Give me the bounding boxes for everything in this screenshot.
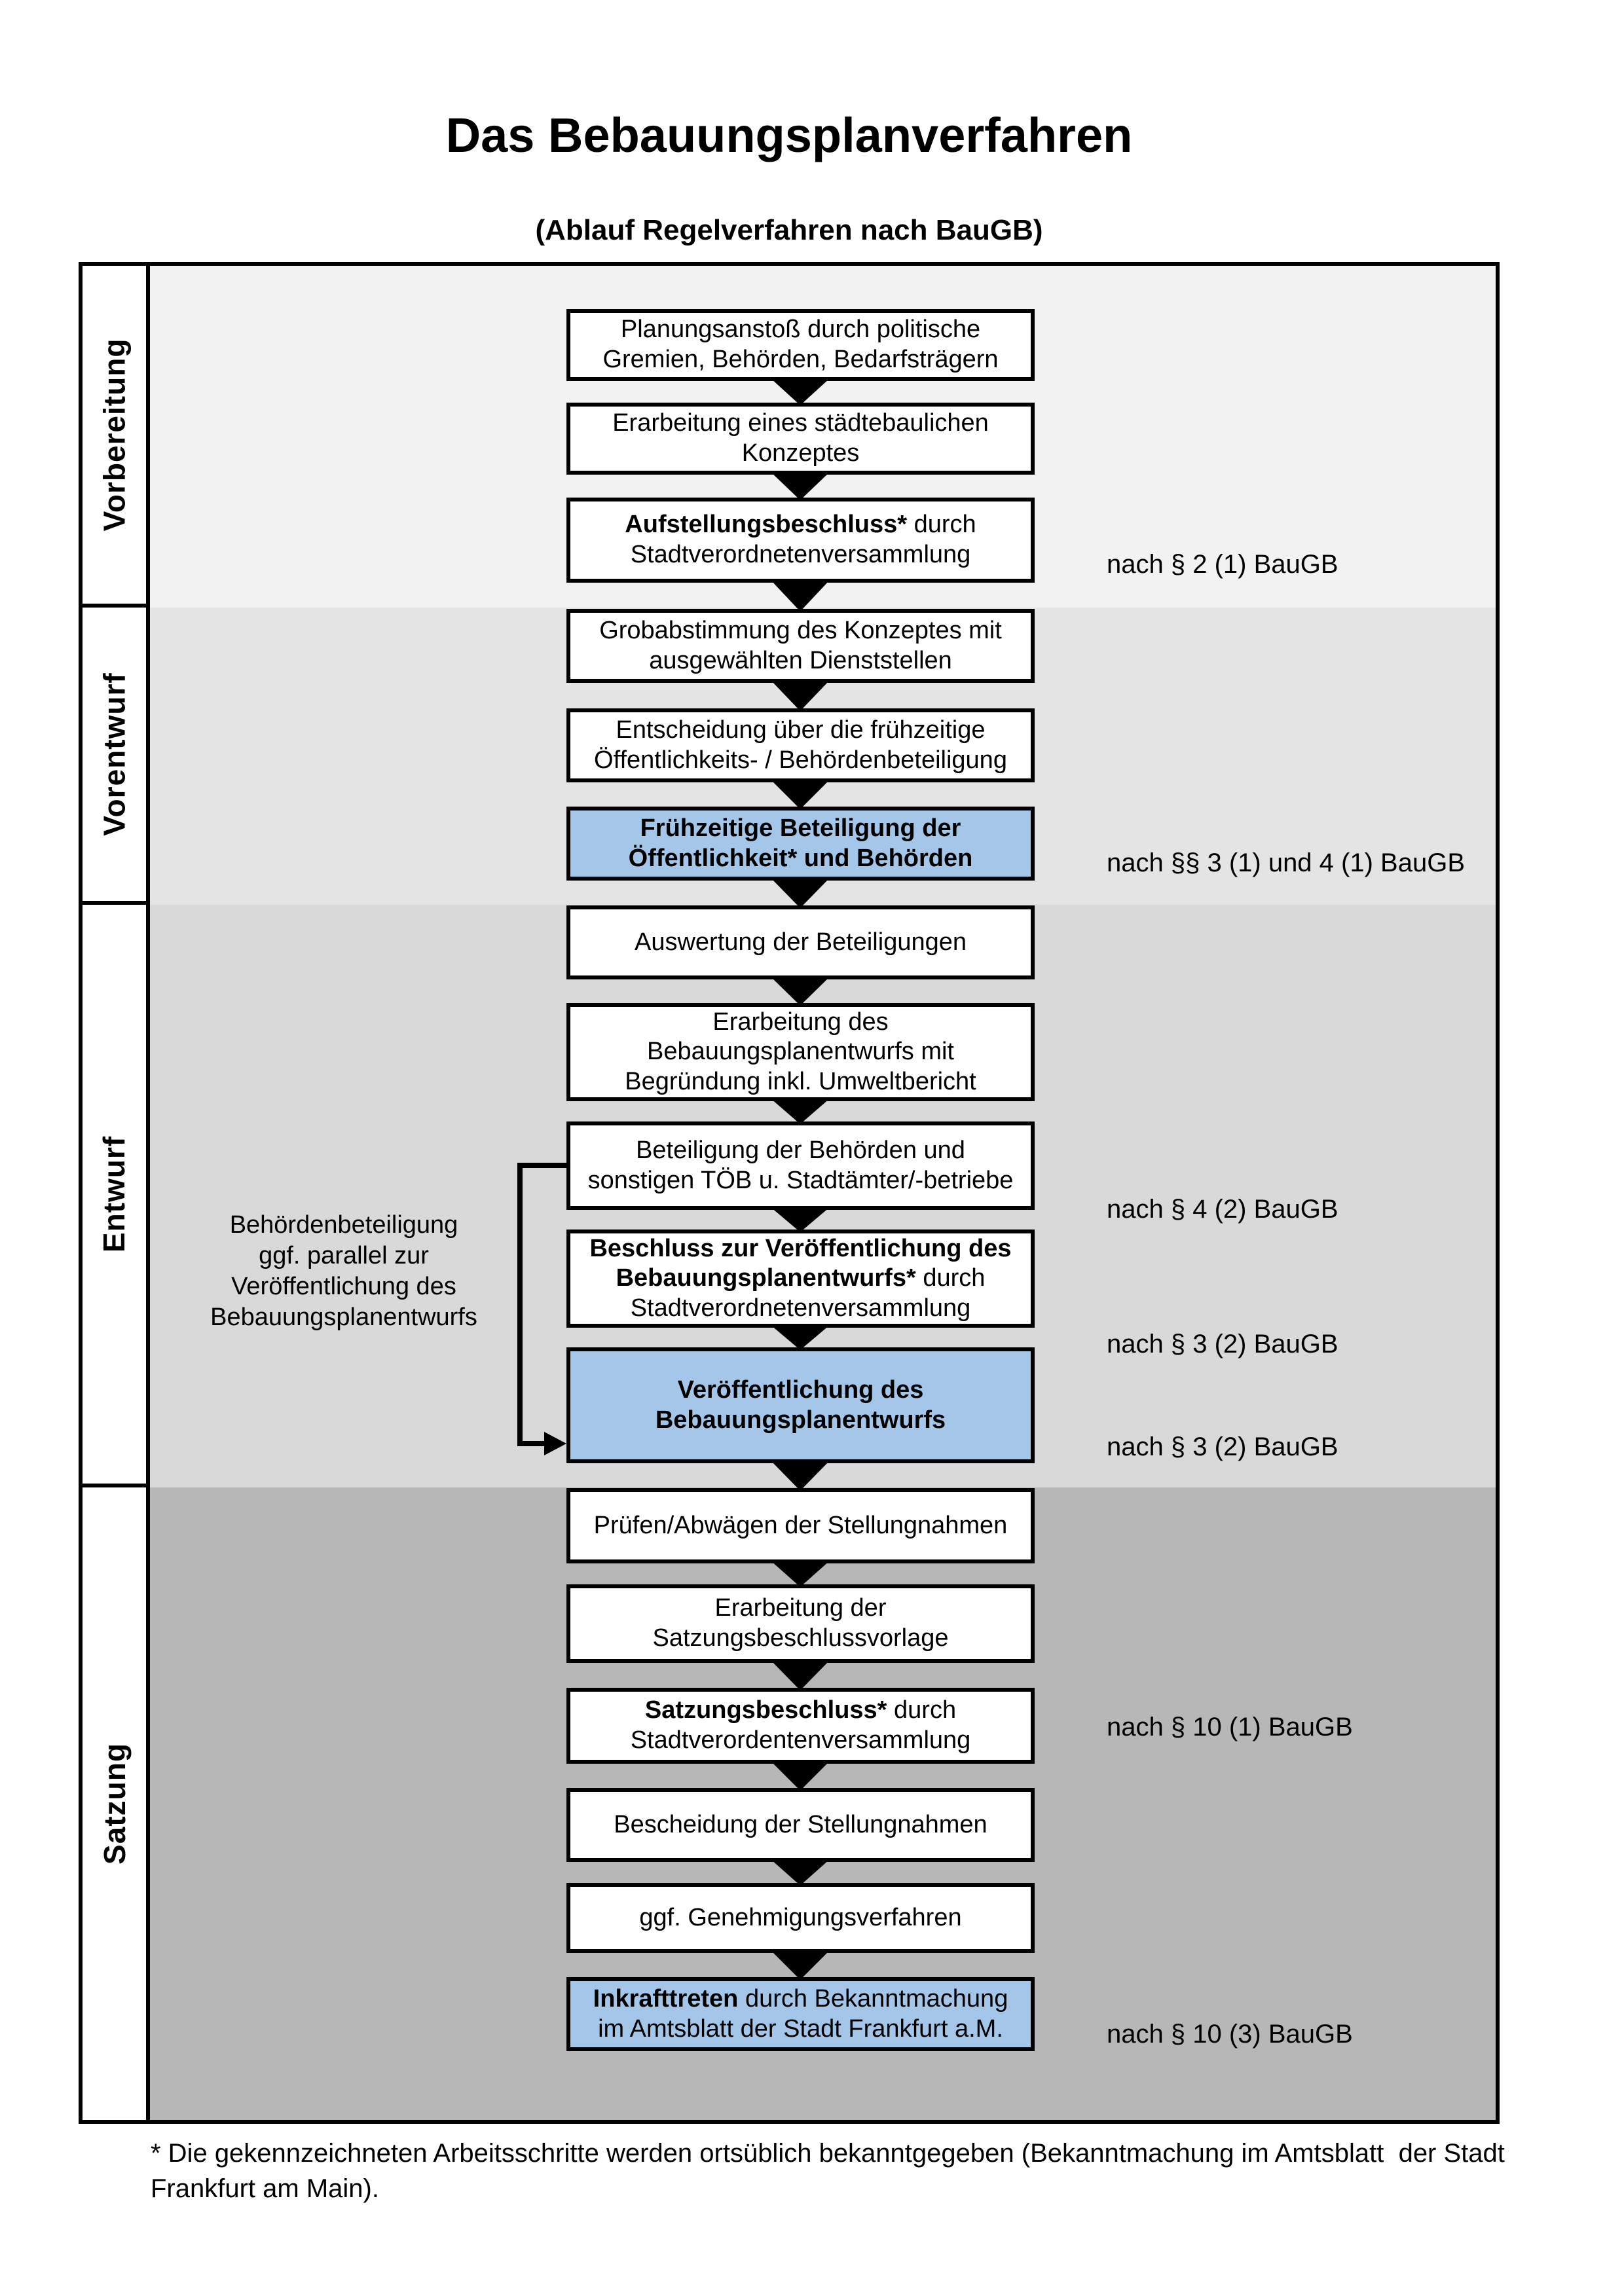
process-step-text: Veröffentlichung des — [677, 1376, 924, 1404]
process-step-text: Stadtverordnetenversammlung — [630, 1294, 971, 1322]
process-step-text: Stadtverordnetenversammlung — [630, 541, 971, 568]
process-step-text: Beteiligung der Behörden und — [636, 1136, 965, 1164]
process-step-text: Bebauungsplanentwurfs* durch — [616, 1264, 986, 1292]
process-step-text: im Amtsblatt der Stadt Frankfurt a.M. — [598, 2014, 1003, 2043]
process-step-text: Satzungsbeschluss* durch — [644, 1696, 957, 1724]
process-step-text: Auswertung der Beteiligungen — [634, 928, 967, 956]
phase-label-cell: Entwurf — [83, 905, 150, 1487]
legal-reference: nach § 3 (2) BauGB — [1107, 1432, 1338, 1461]
process-step-text: Bescheidung der Stellungnahmen — [614, 1810, 987, 1838]
process-step-text: Satzungsbeschlussvorlage — [652, 1624, 949, 1652]
process-step-text: Erarbeitung der — [714, 1594, 887, 1622]
legal-reference: nach §§ 3 (1) und 4 (1) BauGB — [1107, 848, 1465, 877]
process-step-text: Stadtverordentenversammlung — [630, 1726, 971, 1754]
legal-reference: nach § 4 (2) BauGB — [1107, 1195, 1338, 1224]
legal-reference: nach § 2 (1) BauGB — [1107, 550, 1338, 579]
parallel-connector-top-line — [517, 1163, 566, 1168]
process-step-text: Entscheidung über die frühzeitige — [616, 716, 986, 744]
process-step: Auswertung der Beteiligungen — [566, 905, 1035, 979]
process-step-text: ausgewählten Dienststellen — [649, 646, 952, 674]
legal-reference: nach § 10 (3) BauGB — [1107, 2020, 1353, 2049]
phase-label: Vorentwurf — [97, 672, 132, 836]
page-title: Das Bebauungsplanverfahren — [445, 108, 1133, 162]
process-step: Prüfen/Abwägen der Stellungnahmen — [566, 1488, 1035, 1563]
legal-reference: nach § 3 (2) BauGB — [1107, 1330, 1338, 1358]
annotation-line: Bebauungsplanentwurfs — [210, 1303, 477, 1331]
process-step-text: Prüfen/Abwägen der Stellungnahmen — [593, 1511, 1008, 1539]
process-step-text: Bebauungsplanentwurfs — [655, 1406, 946, 1434]
parallel-connector-bottom-line — [517, 1441, 548, 1446]
annotation-line: Behördenbeteiligung — [229, 1211, 458, 1239]
process-step: ggf. Genehmigungsverfahren — [566, 1883, 1035, 1953]
phase-label-cell: Vorbereitung — [83, 266, 150, 608]
process-step-text: Bebauungsplanentwurfs mit — [647, 1038, 954, 1066]
parallel-connector-vertical-line — [517, 1163, 523, 1446]
page-subtitle: (Ablauf Regelverfahren nach BauGB) — [535, 214, 1043, 246]
legal-reference: nach § 10 (1) BauGB — [1107, 1713, 1353, 1741]
process-step-text: Öffentlichkeit* und Behörden — [628, 844, 973, 872]
process-step-text: sonstigen TÖB u. Stadtämter/-betriebe — [587, 1166, 1014, 1194]
process-step-text: Öffentlichkeits- / Behördenbeteiligung — [594, 746, 1007, 774]
process-step-text: Konzeptes — [741, 439, 860, 467]
process-step: Bescheidung der Stellungnahmen — [566, 1788, 1035, 1862]
phase-label: Satzung — [97, 1743, 132, 1865]
process-step-text: Erarbeitung des — [712, 1008, 889, 1036]
process-step-text: Begründung inkl. Umweltbericht — [625, 1067, 976, 1095]
process-step-text: Inkrafttreten durch Bekanntmachung — [593, 1984, 1008, 2013]
phase-label-cell: Satzung — [83, 1487, 150, 2120]
process-step-text: ggf. Genehmigungsverfahren — [639, 1903, 962, 1931]
process-step-text: Grobabstimmung des Konzeptes mit — [599, 616, 1002, 644]
process-step-text: Aufstellungsbeschluss* durch — [625, 511, 976, 539]
phase-label-cell: Vorentwurf — [83, 608, 150, 905]
annotation-line: Veröffentlichung des — [231, 1273, 456, 1300]
process-step-text: Planungsanstoß durch politische — [620, 316, 981, 344]
footnote: * Die gekennzeichneten Arbeitsschritte w… — [151, 2139, 1505, 2203]
process-step-text: Beschluss zur Veröffentlichung des — [589, 1234, 1012, 1262]
process-step-text: Frühzeitige Beteiligung der — [640, 814, 961, 842]
process-step-text: Erarbeitung eines städtebaulichen — [612, 409, 989, 437]
phase-label: Entwurf — [97, 1135, 132, 1253]
phase-label: Vorbereitung — [97, 338, 132, 532]
process-step-text: Gremien, Behörden, Bedarfsträgern — [602, 346, 999, 373]
annotation-line: ggf. parallel zur — [259, 1242, 429, 1269]
